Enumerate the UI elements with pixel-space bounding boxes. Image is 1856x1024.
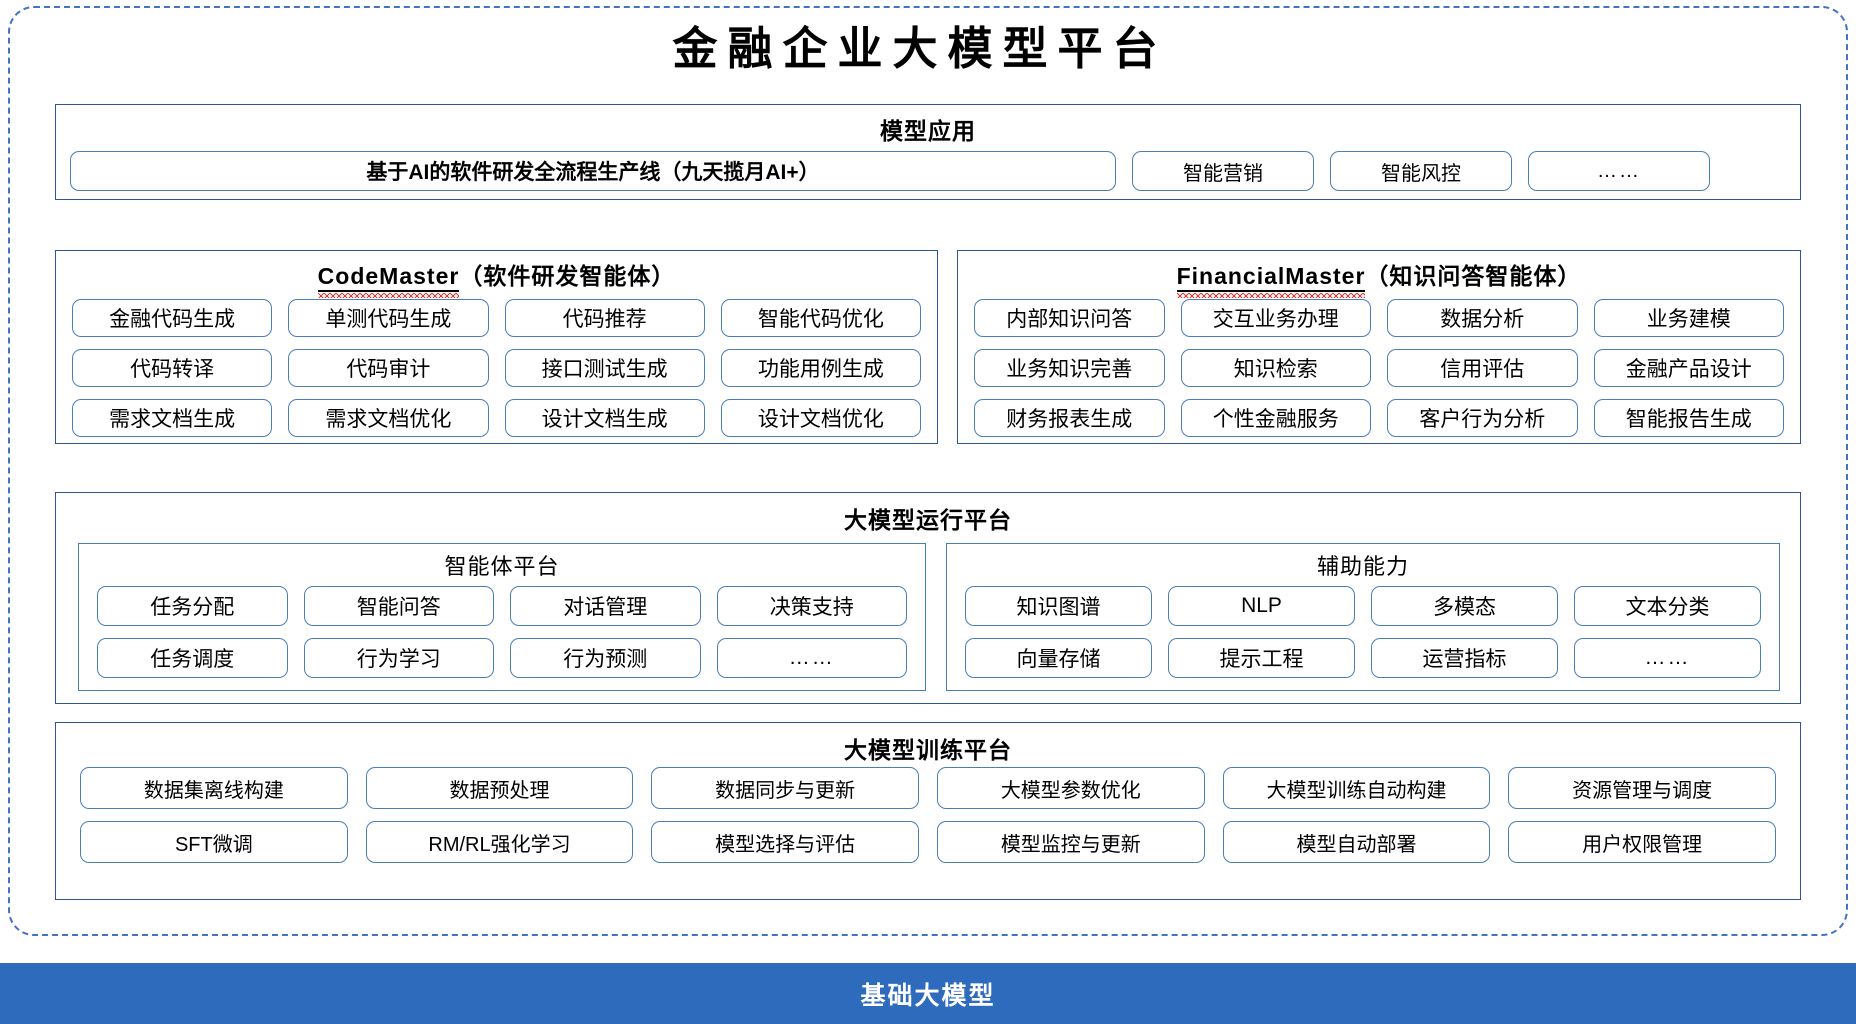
training-item[interactable]: 模型自动部署	[1222, 821, 1491, 863]
codemaster-item[interactable]: 智能代码优化	[720, 299, 921, 337]
page-title: 金融企业大模型平台	[672, 24, 1168, 74]
model-application-items: 基于AI的软件研发全流程生产线（九天揽月AI+） 智能营销 智能风控 ……	[70, 151, 1788, 191]
financialmaster-item[interactable]: 数据分析	[1387, 299, 1578, 337]
training-item[interactable]: 模型选择与评估	[651, 821, 919, 863]
agent-platform-item[interactable]: 行为学习	[303, 638, 494, 678]
auxiliary-item[interactable]: 提示工程	[1168, 638, 1355, 678]
agent-platform-item-more[interactable]: ……	[716, 638, 907, 678]
auxiliary-item[interactable]: 运营指标	[1371, 638, 1558, 678]
auxiliary-item[interactable]: 多模态	[1371, 586, 1558, 626]
training-item[interactable]: 用户权限管理	[1508, 821, 1776, 863]
section-title-financialmaster: FinancialMaster（知识问答智能体）	[958, 257, 1800, 292]
section-codemaster: CodeMaster（软件研发智能体） 金融代码生成 单测代码生成 代码推荐 智…	[55, 250, 938, 444]
section-title-training-platform: 大模型训练平台	[844, 737, 1012, 763]
training-platform-grid: 数据集离线构建 数据预处理 数据同步与更新 大模型参数优化 大模型训练自动构建 …	[80, 767, 1776, 863]
agent-platform-item[interactable]: 对话管理	[510, 586, 701, 626]
financialmaster-item[interactable]: 业务知识完善	[974, 349, 1165, 387]
codemaster-item[interactable]: 代码审计	[288, 349, 489, 387]
training-item[interactable]: SFT微调	[80, 821, 348, 863]
training-item[interactable]: 数据集离线构建	[80, 767, 348, 809]
codemaster-item[interactable]: 需求文档优化	[288, 399, 489, 437]
subsection-auxiliary-capability: 辅助能力 知识图谱 NLP 多模态 文本分类 向量存储 提示工程 运营指标 ……	[946, 543, 1780, 691]
app-item-more[interactable]: ……	[1528, 151, 1710, 191]
auxiliary-capability-grid: 知识图谱 NLP 多模态 文本分类 向量存储 提示工程 运营指标 ……	[965, 586, 1761, 678]
app-item-smart-marketing[interactable]: 智能营销	[1132, 151, 1314, 191]
financialmaster-cn-name: （知识问答智能体）	[1365, 263, 1582, 289]
codemaster-item[interactable]: 代码推荐	[504, 299, 705, 337]
training-item[interactable]: 模型监控与更新	[936, 821, 1205, 863]
training-item[interactable]: RM/RL强化学习	[365, 821, 634, 863]
codemaster-latin-name: CodeMaster	[317, 263, 460, 292]
financialmaster-item[interactable]: 信用评估	[1387, 349, 1578, 387]
codemaster-item[interactable]: 单测代码生成	[288, 299, 489, 337]
financialmaster-item[interactable]: 知识检索	[1180, 349, 1371, 387]
financialmaster-item[interactable]: 智能报告生成	[1593, 399, 1784, 437]
financialmaster-item[interactable]: 财务报表生成	[974, 399, 1165, 437]
subsection-title-auxiliary-capability: 辅助能力	[1316, 554, 1409, 579]
financialmaster-item[interactable]: 内部知识问答	[974, 299, 1165, 337]
agent-platform-item[interactable]: 智能问答	[303, 586, 494, 626]
auxiliary-item[interactable]: NLP	[1168, 586, 1355, 626]
training-item[interactable]: 大模型训练自动构建	[1222, 767, 1491, 809]
agent-platform-item[interactable]: 决策支持	[716, 586, 907, 626]
financialmaster-item[interactable]: 个性金融服务	[1180, 399, 1371, 437]
codemaster-item[interactable]: 功能用例生成	[720, 349, 921, 387]
training-item[interactable]: 数据同步与更新	[651, 767, 919, 809]
financialmaster-item[interactable]: 业务建模	[1593, 299, 1784, 337]
training-item[interactable]: 大模型参数优化	[936, 767, 1205, 809]
codemaster-item[interactable]: 代码转译	[72, 349, 273, 387]
auxiliary-item-more[interactable]: ……	[1574, 638, 1761, 678]
codemaster-item[interactable]: 接口测试生成	[504, 349, 705, 387]
auxiliary-item[interactable]: 知识图谱	[965, 586, 1152, 626]
foundation-model-label: 基础大模型	[860, 981, 996, 1010]
training-item[interactable]: 数据预处理	[365, 767, 634, 809]
subsection-title-agent-platform: 智能体平台	[444, 554, 560, 579]
codemaster-capability-grid: 金融代码生成 单测代码生成 代码推荐 智能代码优化 代码转译 代码审计 接口测试…	[72, 299, 921, 437]
codemaster-item[interactable]: 设计文档生成	[504, 399, 705, 437]
section-title-model-application: 模型应用	[880, 118, 976, 144]
agent-platform-item[interactable]: 任务分配	[97, 586, 288, 626]
auxiliary-item[interactable]: 文本分类	[1574, 586, 1761, 626]
section-runtime-platform: 大模型运行平台 智能体平台 任务分配 智能问答 对话管理 决策支持 任务调度 行…	[55, 492, 1801, 704]
financialmaster-latin-name: FinancialMaster	[1176, 263, 1366, 292]
section-financialmaster: FinancialMaster（知识问答智能体） 内部知识问答 交互业务办理 数…	[957, 250, 1801, 444]
agent-platform-item[interactable]: 任务调度	[97, 638, 288, 678]
financialmaster-item[interactable]: 客户行为分析	[1387, 399, 1578, 437]
financialmaster-capability-grid: 内部知识问答 交互业务办理 数据分析 业务建模 业务知识完善 知识检索 信用评估…	[974, 299, 1784, 437]
section-model-application: 模型应用 基于AI的软件研发全流程生产线（九天揽月AI+） 智能营销 智能风控 …	[55, 104, 1801, 200]
agent-platform-item[interactable]: 行为预测	[510, 638, 701, 678]
section-training-platform: 大模型训练平台 数据集离线构建 数据预处理 数据同步与更新 大模型参数优化 大模…	[55, 722, 1801, 900]
codemaster-item[interactable]: 需求文档生成	[72, 399, 273, 437]
auxiliary-item[interactable]: 向量存储	[965, 638, 1152, 678]
app-item-smart-riskcontrol[interactable]: 智能风控	[1330, 151, 1512, 191]
agent-platform-grid: 任务分配 智能问答 对话管理 决策支持 任务调度 行为学习 行为预测 ……	[97, 586, 907, 678]
subsection-agent-platform: 智能体平台 任务分配 智能问答 对话管理 决策支持 任务调度 行为学习 行为预测…	[78, 543, 926, 691]
codemaster-cn-name: （软件研发智能体）	[459, 263, 676, 289]
training-item[interactable]: 资源管理与调度	[1508, 767, 1776, 809]
app-item-ai-pipeline[interactable]: 基于AI的软件研发全流程生产线（九天揽月AI+）	[70, 151, 1116, 191]
financialmaster-item[interactable]: 金融产品设计	[1593, 349, 1784, 387]
section-title-codemaster: CodeMaster（软件研发智能体）	[56, 257, 937, 292]
codemaster-item[interactable]: 金融代码生成	[72, 299, 273, 337]
foundation-model-bar: 基础大模型	[0, 963, 1856, 1024]
financialmaster-item[interactable]: 交互业务办理	[1180, 299, 1371, 337]
codemaster-item[interactable]: 设计文档优化	[720, 399, 921, 437]
section-title-runtime-platform: 大模型运行平台	[844, 507, 1012, 533]
